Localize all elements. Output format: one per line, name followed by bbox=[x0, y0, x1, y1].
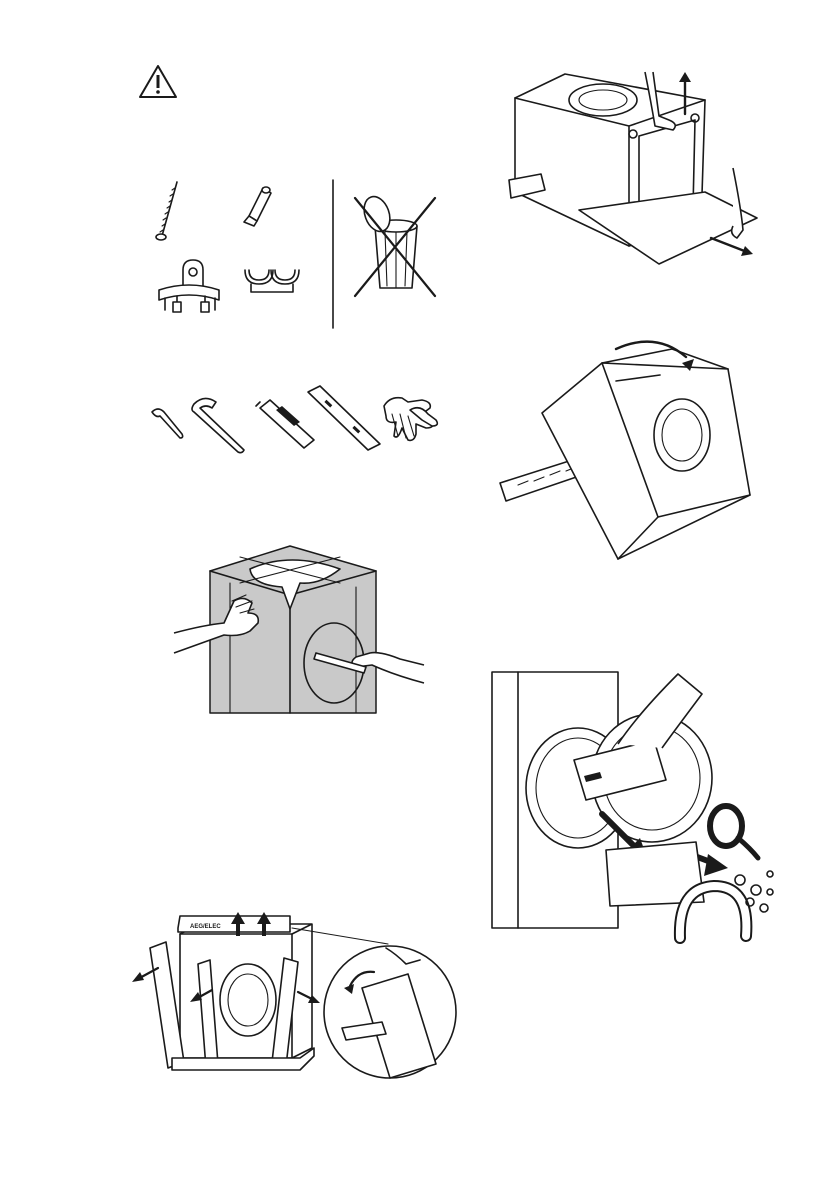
gloves-icon bbox=[384, 398, 437, 441]
remove-sides-figure: AEG/ELEC bbox=[128, 908, 468, 1083]
tools-figure bbox=[148, 384, 448, 454]
remove-accessories-figure bbox=[488, 668, 788, 950]
long-bolt-icon bbox=[156, 182, 177, 240]
large-wrench-icon bbox=[192, 398, 244, 452]
transit-parts-figure bbox=[145, 178, 445, 330]
hose-clip-icon bbox=[245, 270, 299, 292]
brand-label: AEG/ELEC bbox=[190, 924, 221, 930]
lift-top-figure bbox=[505, 70, 765, 275]
do-not-discard-bin-icon bbox=[355, 193, 435, 296]
warning-triangle-icon bbox=[138, 64, 178, 100]
warning-figure bbox=[138, 64, 178, 100]
plastic-plug-icon bbox=[244, 187, 271, 226]
small-wrench-icon bbox=[152, 409, 183, 438]
utility-knife-icon bbox=[256, 400, 314, 448]
cut-packaging-figure bbox=[170, 543, 425, 715]
tilt-machine-figure bbox=[498, 335, 768, 570]
spirit-level-icon bbox=[308, 386, 380, 450]
hose-clamp-icon bbox=[159, 260, 219, 312]
